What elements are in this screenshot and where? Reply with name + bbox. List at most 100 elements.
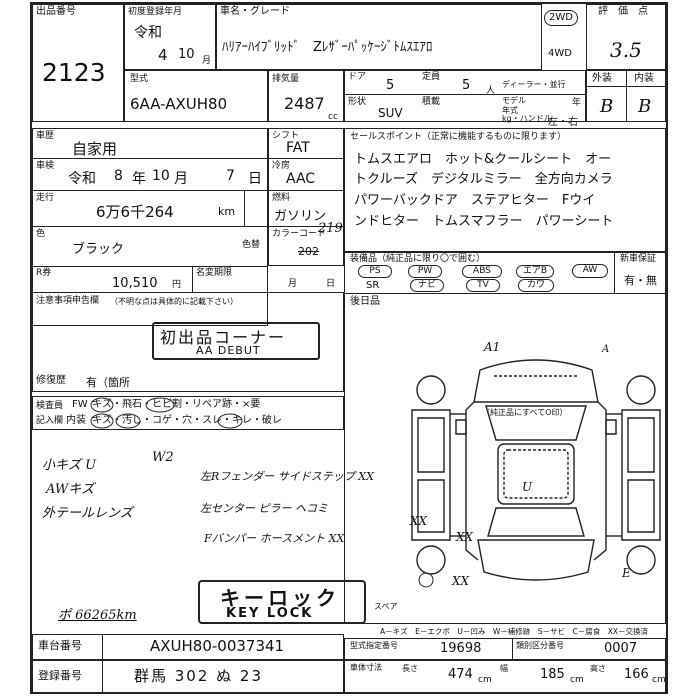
inspection-era: 令和 [68, 171, 96, 187]
ac-value: AAC [286, 171, 316, 187]
chassis-box [32, 634, 344, 660]
color-label: 色 [36, 229, 46, 239]
diagram-box [344, 294, 666, 624]
reg-month-unit: 月 [202, 56, 212, 66]
registration-value: 群馬 302 ぬ 23 [134, 667, 264, 685]
capacity-value: 5 [462, 78, 471, 93]
notes-sublabel: （不明な点は具体的に記載下さい） [110, 297, 238, 306]
doors-value: 5 [386, 78, 395, 93]
color-code-label: カラーコード [272, 229, 327, 239]
inspection-day: 7 [226, 168, 235, 184]
inspection-month: 10 [152, 168, 170, 184]
reg-year: 4 [158, 46, 168, 64]
model-label: 車名・グレード [220, 6, 290, 17]
equip-pw: PW [408, 265, 442, 278]
color-swap-label: 色替 [242, 240, 261, 250]
interior-items: キズ・汚し・コゲ・穴・スレ・キレ・破レ [92, 415, 282, 426]
inspector-sublabel: 記入欄 [36, 416, 64, 426]
debut-stamp-line2: AA DEBUT [196, 344, 261, 357]
spare-label: スペア [374, 602, 398, 611]
class-label: 類別区分番号 [516, 641, 564, 650]
sales-point-line: トクルーズ デジタルミラー 全方向カメラ [354, 172, 613, 187]
keylock-line2: KEY LOCK [226, 606, 314, 621]
handle-value: 左・右 [548, 117, 578, 128]
equip-aw: AW [572, 264, 608, 278]
dims-hgt-value: 166 [624, 667, 649, 682]
notes-label: 注意事項申告欄 [36, 296, 100, 306]
expiry-month-unit: 月 [288, 279, 298, 289]
mileage-unit: km [218, 205, 236, 218]
diagram-caption: （純正品にすべてO印） [482, 408, 568, 417]
equip-navi: ナビ [410, 279, 444, 292]
type-box [124, 70, 268, 122]
debut-stamp [152, 322, 320, 360]
dims-wid-value: 185 [540, 667, 565, 682]
mileage-label: 走行 [36, 193, 55, 203]
diag-mark-e: E [622, 566, 631, 580]
equip-tv: TV [466, 279, 500, 292]
type-label: 型式 [130, 74, 149, 84]
hand-note: Fバンパー ホースメント XX [204, 532, 345, 545]
repair-value: 有（箇所 [86, 376, 130, 389]
expiry-label: 名変期限 [196, 268, 233, 278]
inspection-label: 車検 [36, 161, 55, 171]
dims-len-label: 長さ [402, 664, 418, 673]
damage-legend: A－キズ E－エクボ U－凹み W－補修跡 S－サビ C－腐食 XX－交換済 [380, 627, 649, 636]
hand-note: 左センター ピラー ヘコミ [200, 502, 328, 515]
displacement-unit: cc [328, 112, 338, 122]
displacement-value: 2487 [284, 94, 325, 113]
model-year-unit: 年 [572, 98, 582, 108]
model-box [216, 4, 542, 70]
chassis-label: 車台番号 [38, 639, 82, 652]
fuel-value: ガソリン [274, 209, 327, 224]
inspector-label: 検査員 [36, 401, 64, 411]
recycle-value: 10,510 [112, 276, 158, 291]
odometer-note: ポ 66265km [58, 608, 137, 623]
sales-point-line: ンドヒター トムスマフラー パワーシート [354, 214, 614, 229]
shape-label: 形状 [348, 97, 367, 107]
registration-box [32, 660, 344, 694]
equipment-box [344, 252, 666, 294]
debut-stamp-line1: 初出品コーナー [160, 328, 287, 347]
equip-airbag: エアB [516, 265, 554, 278]
dims-len-value: 474 [448, 667, 473, 682]
lot-box [32, 4, 124, 122]
diag-mark-xx3: XX [452, 574, 470, 588]
shift-value: FAT [286, 140, 310, 156]
displacement-label: 排気量 [272, 74, 300, 84]
dims-wid-unit: cm [570, 675, 584, 685]
class-value: 0007 [604, 641, 638, 656]
inspection-day-unit: 日 [248, 171, 262, 187]
inspection-month-unit: 月 [174, 171, 188, 187]
mileage-value: 6万6千264 [96, 203, 174, 221]
drive-4wd: 4WD [548, 48, 572, 59]
diag-mark-a1: A1 [484, 340, 501, 354]
dealer-label: ディーラー・並行 [502, 80, 566, 89]
shift-label: シフト [272, 131, 300, 141]
keylock-stamp [198, 580, 366, 624]
exterior-grade: B [600, 96, 614, 117]
type-value: 6AA-AXUH80 [130, 95, 228, 113]
load-label: 積載 [422, 97, 441, 107]
score-box [586, 4, 666, 70]
reg-era: 令和 [134, 25, 162, 41]
diag-mark-xx2: XX [456, 530, 474, 544]
sales-point-line: パワーバックドア ステアヒター Fウイ [354, 193, 596, 208]
equip-abs: ABS [462, 265, 502, 278]
fw-label: FW [72, 399, 88, 410]
equip-leather: カワ [518, 279, 554, 292]
type-spec-label: 型式指定番号 [350, 641, 398, 650]
inspection-year: 8 [114, 168, 123, 184]
aftermarket-label: 後日品 [350, 296, 380, 307]
ac-label: 冷房 [272, 161, 291, 171]
displacement-box [268, 70, 344, 122]
sales-point-line: トムスエアロ ホット&クールシート オー [354, 152, 612, 167]
history-value: 自家用 [72, 140, 118, 158]
shape-value: SUV [378, 106, 403, 120]
capacity-label: 定員 [422, 72, 441, 82]
dims-hgt-unit: cm [652, 675, 666, 685]
doors-label: ドア [348, 72, 367, 82]
equipment-label: 装備品（純正品に限り〇で囲む） [350, 254, 486, 264]
hand-note: 外テールレンズ [42, 506, 133, 521]
color-value: ブラック [72, 242, 125, 257]
